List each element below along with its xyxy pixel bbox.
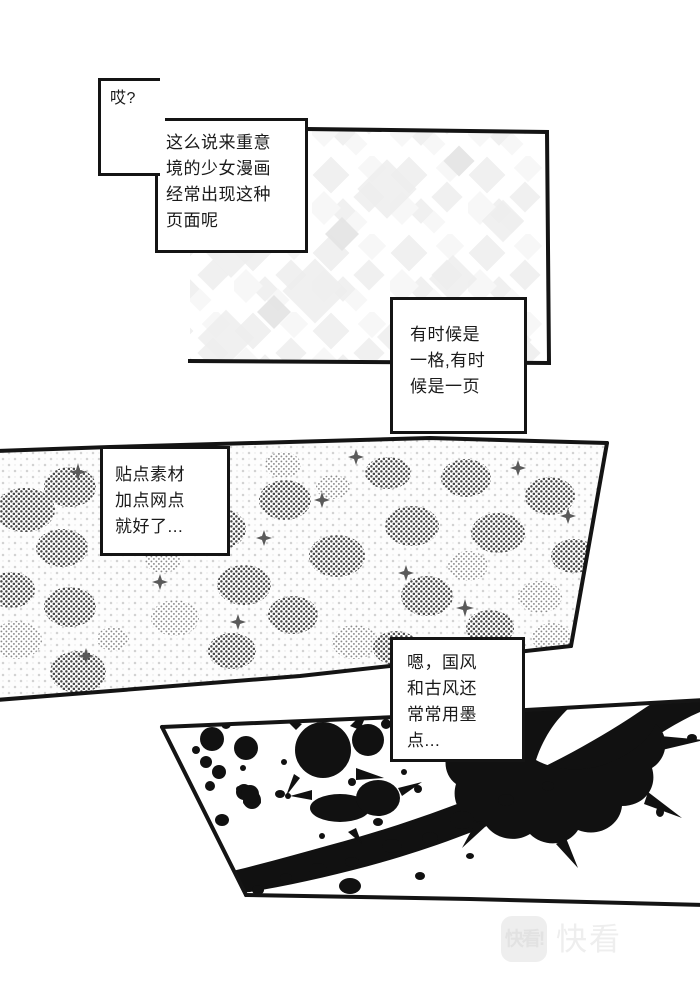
bubble-tail-seam <box>155 81 165 173</box>
speech-bubble-4 <box>390 637 525 762</box>
panel-bottom-bottom-border <box>244 893 700 907</box>
speech-bubble-text-3: 贴点素材 加点网点 就好了... <box>115 465 185 536</box>
panel-middle-right-border <box>569 441 609 648</box>
kuaikan-logo-icon: 快看! <box>501 916 547 962</box>
speech-bubble-3 <box>100 446 230 556</box>
speech-bubble-text-2: 有时候是 一格,有时 候是一页 <box>410 325 486 396</box>
speech-bubble-1 <box>155 118 308 253</box>
panel-bottom <box>162 700 700 905</box>
watermark: 快看! 快看 <box>501 916 622 962</box>
panel-middle-top-border <box>0 435 609 453</box>
panel-middle <box>0 438 608 700</box>
speech-bubble-text-1: 这么说来重意 境的少女漫画 经常出现这种 页面呢 <box>166 133 271 230</box>
speech-bubble-2 <box>390 297 527 434</box>
speech-bubble-tail-box <box>98 78 160 176</box>
speech-bubble-text-4: 嗯，国风 和古风还 常常用墨 点... <box>407 653 477 750</box>
panel-bottom-left-border <box>160 725 248 897</box>
speech-bubble-text-aiya: 哎? <box>110 90 136 107</box>
watermark-brand-text: 快看 <box>556 921 622 957</box>
panel-top-border <box>187 126 552 366</box>
